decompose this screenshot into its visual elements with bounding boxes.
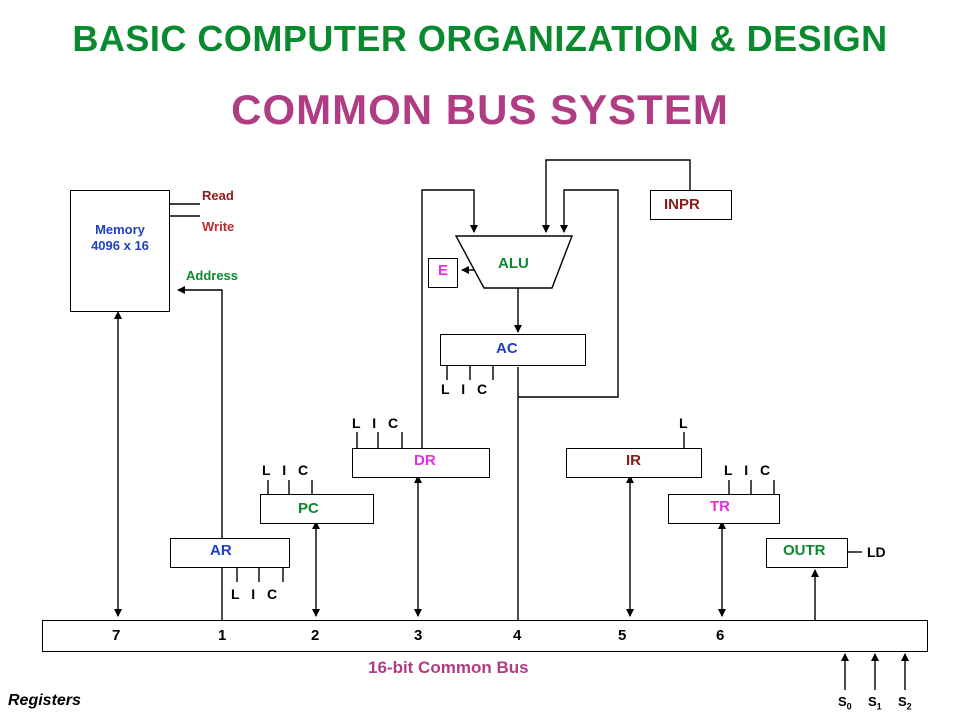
tr-controls: L I C: [724, 462, 771, 478]
select-s0: S0: [838, 694, 852, 712]
select-s1: S1: [868, 694, 882, 712]
dr-register: [352, 448, 490, 478]
pc-register: [260, 494, 374, 524]
alu-label: ALU: [498, 255, 529, 272]
page-title: BASIC COMPUTER ORGANIZATION & DESIGN: [72, 18, 888, 59]
e-label: E: [437, 262, 448, 279]
ar-label: AR: [210, 542, 232, 559]
ir-register: [566, 448, 702, 478]
ac-register: [440, 334, 586, 366]
inpr-label: INPR: [664, 196, 700, 213]
ac-label: AC: [496, 340, 518, 357]
inpr-alu-line: [542, 159, 691, 233]
memory-size-label: 4096 x 16: [91, 238, 149, 253]
tr-register: [668, 494, 780, 524]
page-subtitle: COMMON BUS SYSTEM: [231, 86, 729, 133]
alu-shape: [454, 235, 574, 289]
bus-number: 5: [618, 627, 627, 644]
bus-number: 2: [311, 627, 320, 644]
ir-controls: L: [679, 415, 688, 431]
pc-controls: L I C: [262, 462, 309, 478]
ar-register: [170, 538, 290, 568]
ir-label: IR: [626, 452, 641, 469]
bus-number: 3: [414, 627, 423, 644]
dr-alu-line: [421, 189, 478, 452]
bus-label: 16-bit Common Bus: [368, 658, 529, 677]
write-label: Write: [202, 219, 235, 234]
bus-number: 6: [716, 627, 725, 644]
select-s2: S2: [898, 694, 912, 712]
bus-number: 7: [112, 627, 121, 644]
memory-label: Memory: [95, 222, 145, 237]
footer-label: Registers: [8, 692, 81, 709]
ar-controls: L I C: [231, 586, 278, 602]
read-label: Read: [202, 188, 234, 203]
address-line: [177, 286, 223, 540]
bus-number: 4: [513, 627, 522, 644]
outr-label: OUTR: [783, 542, 826, 559]
pc-label: PC: [298, 500, 319, 517]
address-label: Address: [186, 268, 239, 283]
outr-controls: LD: [867, 544, 886, 560]
e-flipflop: [428, 258, 458, 288]
inpr-register: [650, 190, 732, 220]
common-bus: [42, 620, 928, 652]
dr-label: DR: [414, 452, 436, 469]
ac-controls: L I C: [441, 381, 488, 397]
bus-number: 1: [218, 627, 227, 644]
dr-controls: L I C: [352, 415, 399, 431]
memory-unit: [70, 190, 170, 312]
ac-feedback-line: [518, 189, 619, 398]
tr-label: TR: [710, 498, 730, 515]
outr-register: [766, 538, 848, 568]
